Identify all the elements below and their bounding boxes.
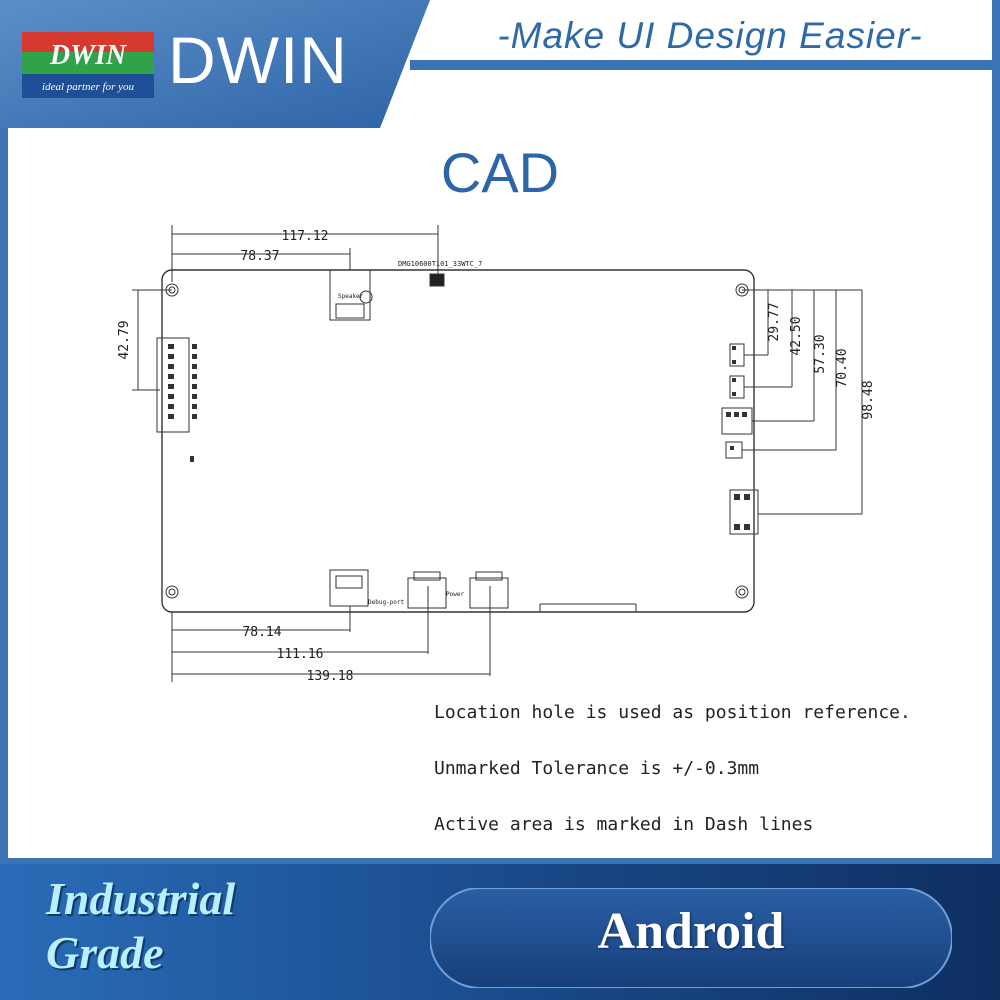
logo-text: DWIN — [49, 40, 128, 71]
dwin-logo: DWIN ideal partner for you — [22, 32, 154, 98]
brand-name: DWIN — [168, 23, 348, 97]
note-location-hole: Location hole is used as position refere… — [434, 702, 911, 723]
grade-line: Grade — [46, 927, 164, 978]
page-title: CAD — [440, 141, 560, 204]
industrial-grade-label: Industrial Grade — [46, 872, 235, 980]
industrial-line: Industrial — [46, 873, 236, 924]
android-badge: Android — [597, 903, 785, 960]
logo-tagline: ideal partner for you — [42, 81, 134, 93]
note-active-area: Active area is marked in Dash lines — [434, 814, 814, 835]
note-tolerance: Unmarked Tolerance is +/-0.3mm — [434, 758, 760, 779]
slogan: -Make UI Design Easier- — [497, 15, 923, 56]
android-badge-shape — [430, 888, 952, 988]
